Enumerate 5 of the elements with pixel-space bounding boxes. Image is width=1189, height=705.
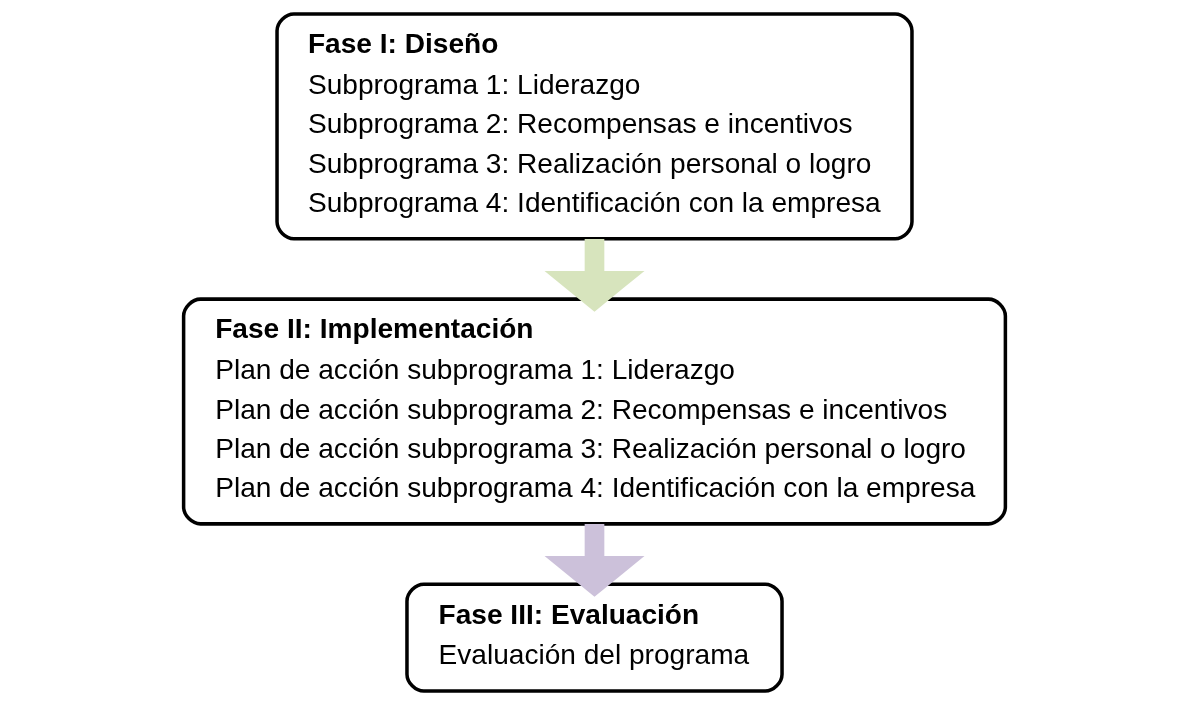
arrow [544,238,645,312]
node-box: Fase III: Evaluación Evaluación del programa [405,582,784,693]
arrow [544,523,645,597]
node-box: Fase I: Diseño Subprograma 1: Liderazgo Subprograma 2: Recompensas e incentivos Subprograma 3: Realización personal o logro Subprograma 4: Identificación con la empresa [275,12,914,241]
node-box: Fase II: Implementación Plan de acción subprograma 1: Liderazgo Plan de acción subprograma 2: Recompensas e incentivos Plan de acción subprograma 3: Realización personal o logro Plan de acción subprograma 4: Identificación con la empresa [181,297,1008,526]
